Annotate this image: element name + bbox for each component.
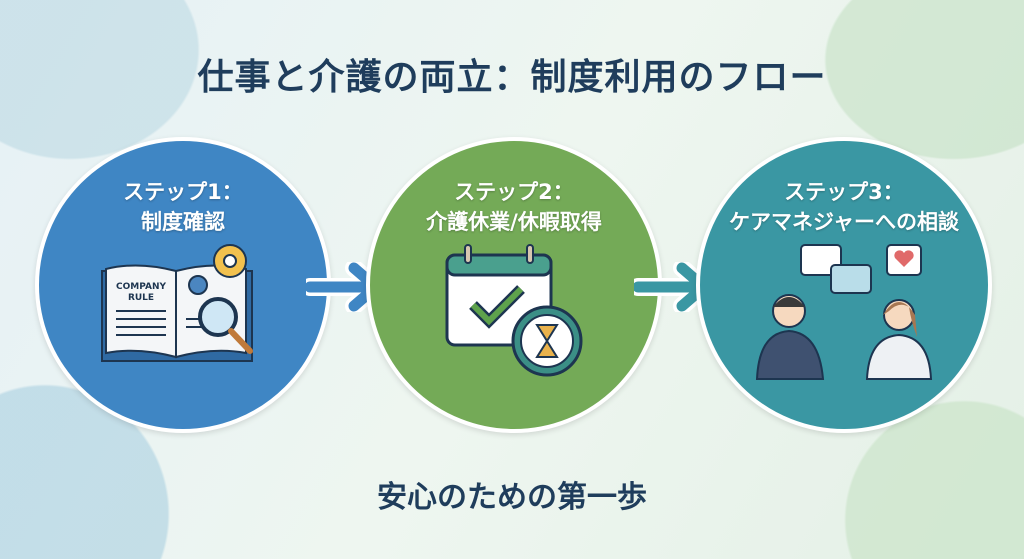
book-text-rule: RULE <box>128 293 154 303</box>
company-rule-book-icon: COMPANY RULE <box>101 244 253 362</box>
step-2-heading: ステップ2： <box>454 180 574 204</box>
step-2-circle: ステップ2： 介護休業/休暇取得 <box>366 137 662 433</box>
arrow-right-icon <box>634 262 713 312</box>
step-3-circle: ステップ3： ケアマネジャーへの相談 <box>696 137 992 433</box>
step-3-label: ケアマネジャーへの相談 <box>729 210 959 234</box>
calendar-check-clock-icon <box>445 244 583 377</box>
step-1-heading: ステップ1： <box>123 180 243 204</box>
step-1-circle: ステップ1： 制度確認 COMPANY RULE <box>35 137 331 433</box>
page-title: 仕事と介護の両立：制度利用のフロー <box>197 57 827 98</box>
footer-tagline: 安心のための第一歩 <box>377 480 647 515</box>
step-1-label: 制度確認 <box>141 210 225 234</box>
consultation-people-icon <box>755 244 933 380</box>
step-3-heading: ステップ3： <box>784 180 904 204</box>
book-text-company: COMPANY <box>116 282 166 292</box>
step-2-label: 介護休業/休暇取得 <box>426 210 602 234</box>
